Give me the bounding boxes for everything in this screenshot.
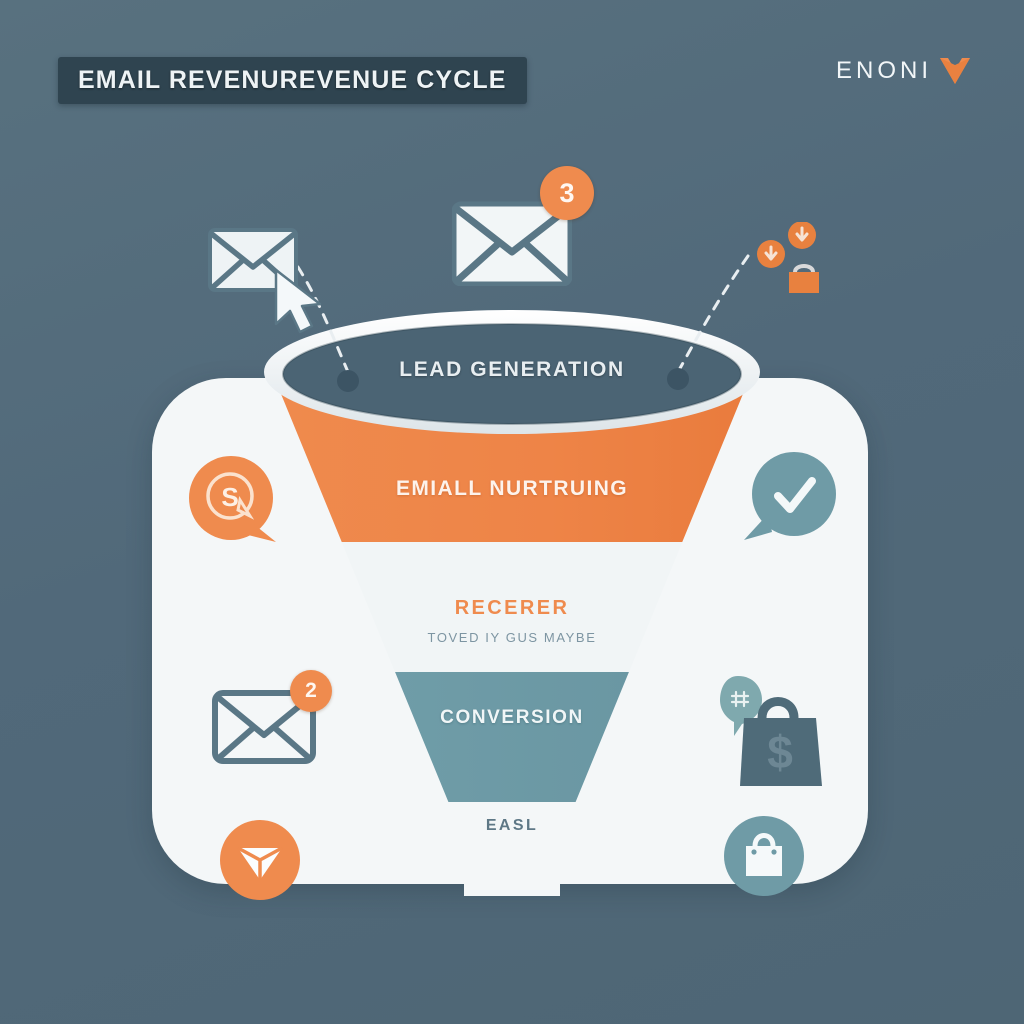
bag-icon: $	[740, 697, 822, 786]
envelope-badge-count: 2	[290, 670, 332, 712]
heart-chevron-icon	[940, 58, 970, 84]
funnel-label-nurturing: EMIALL NURTRUING	[396, 477, 628, 500]
dollar-speech-bubble-icon: S	[189, 456, 276, 542]
page-title-bar: EMAIL REVENUREVENUE CYCLE	[58, 57, 527, 104]
shopping-bag-icon	[789, 264, 819, 293]
envelope-badge-3[interactable]: 3	[451, 166, 594, 291]
envelope-with-cursor[interactable]	[208, 228, 322, 334]
svg-text:S: S	[221, 482, 238, 512]
envelope-icon	[451, 201, 573, 287]
teal-balloon-icon	[720, 676, 762, 736]
shopping-bag-dollar-icon: $	[720, 676, 822, 786]
funnel-label-easl: EASL	[485, 817, 539, 834]
funnel-label-lead-generation: LEAD GENERATION	[399, 358, 625, 381]
check-speech-bubble[interactable]	[738, 452, 838, 553]
funnel-label-conversion: CONVERSION	[440, 707, 584, 728]
brand-logo-text: ENONI	[835, 57, 932, 84]
send-circle-button[interactable]	[218, 818, 302, 907]
connector-right	[676, 254, 750, 374]
envelope-badge-2[interactable]: 2	[212, 670, 332, 769]
envelope-outline-icon	[212, 690, 316, 764]
brand-logo: ENONI	[836, 56, 972, 86]
shopping-bag-circle-button[interactable]	[722, 814, 806, 903]
page-title: EMAIL REVENUREVENUE CYCLE	[78, 66, 507, 94]
shopping-bag-dollar[interactable]: $	[718, 670, 828, 795]
svg-text:$: $	[767, 726, 793, 778]
top-right-icon-cluster[interactable]	[755, 221, 829, 299]
shopping-bag-circle-icon	[724, 816, 804, 896]
check-speech-bubble-icon	[744, 452, 836, 540]
cluster-svg	[757, 221, 819, 293]
funnel-sublabel-recerer: TOVED IY GUS MAYBE	[427, 630, 597, 645]
send-triangle-icon	[220, 820, 300, 900]
envelope-icon	[208, 228, 298, 292]
envelope-badge-count: 3	[540, 166, 594, 220]
dollar-speech-bubble[interactable]: S	[186, 456, 282, 553]
cursor-arrow-icon	[274, 268, 322, 334]
funnel-label-recerer: RECERER	[454, 597, 570, 619]
